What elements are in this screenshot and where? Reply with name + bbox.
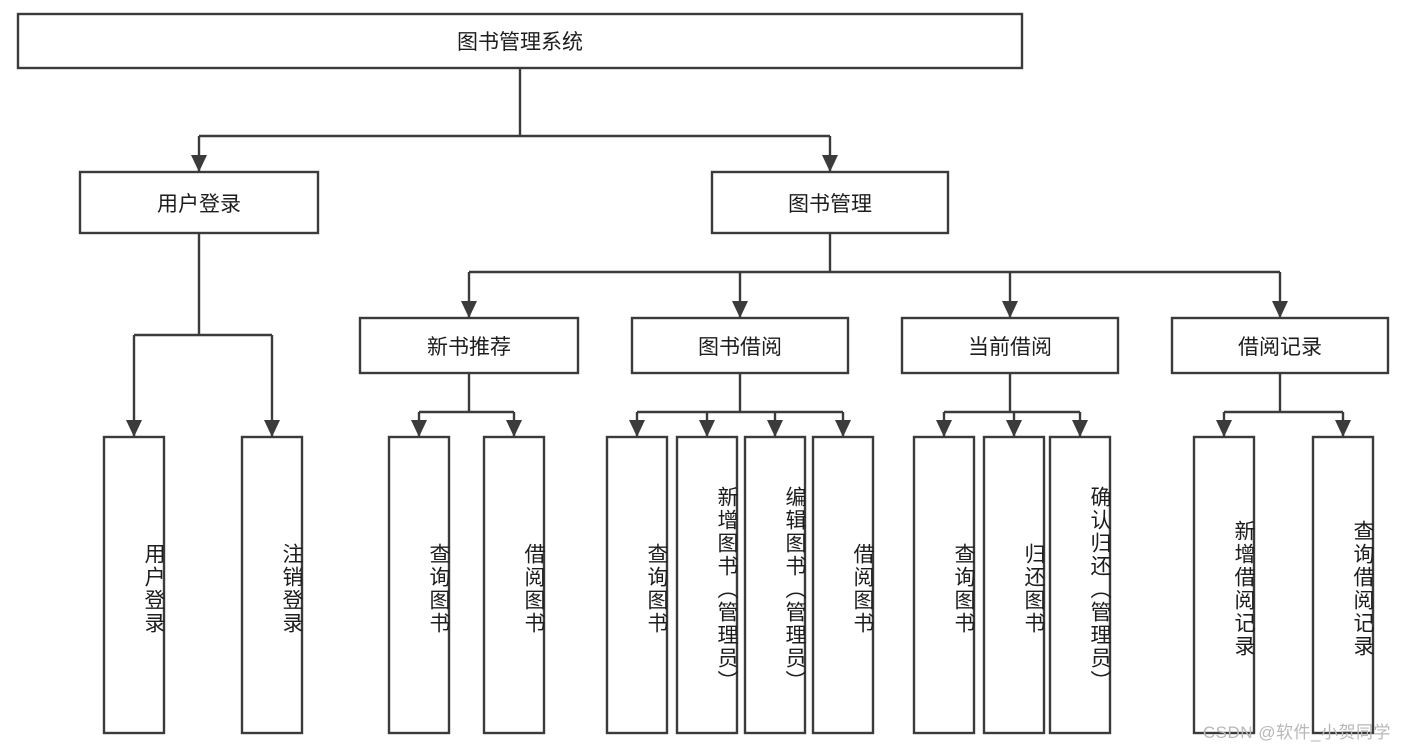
leaf-node-box-9[interactable] [982, 435, 1046, 735]
arrow-head-icon [1072, 420, 1088, 437]
arrow-head-icon [1002, 301, 1018, 318]
arrow-head-icon [1272, 301, 1288, 318]
level2-node-box-1[interactable] [710, 170, 950, 235]
arrow-head-icon [699, 420, 715, 437]
leaf-node-box-3[interactable] [482, 435, 546, 735]
leaf-node-box-0[interactable] [102, 435, 166, 735]
leaf-node-box-5[interactable] [675, 435, 739, 735]
arrow-head-icon [411, 420, 427, 437]
arrow-head-icon [126, 420, 142, 437]
level3-node-box-0[interactable] [358, 316, 580, 375]
root-node-box[interactable] [16, 12, 1024, 70]
arrow-head-icon [506, 420, 522, 437]
level3-node-box-2[interactable] [900, 316, 1120, 375]
leaf-node-box-11[interactable] [1192, 435, 1256, 735]
node-boxes [16, 12, 1390, 735]
arrow-head-icon [822, 155, 838, 172]
arrow-head-icon [936, 420, 952, 437]
level3-node-box-3[interactable] [1170, 316, 1390, 375]
arrow-head-icon [264, 420, 280, 437]
level3-node-box-1[interactable] [630, 316, 850, 375]
arrow-head-icon [1335, 420, 1351, 437]
arrow-head-icon [732, 301, 748, 318]
connector-lines [126, 68, 1351, 437]
leaf-node-box-6[interactable] [743, 435, 807, 735]
leaf-node-box-8[interactable] [912, 435, 976, 735]
arrow-head-icon [461, 301, 477, 318]
arrow-head-icon [1006, 420, 1022, 437]
arrow-head-icon [191, 155, 207, 172]
arrow-head-icon [629, 420, 645, 437]
arrow-head-icon [835, 420, 851, 437]
leaf-node-box-2[interactable] [387, 435, 451, 735]
leaf-node-box-1[interactable] [240, 435, 304, 735]
arrow-head-icon [767, 420, 783, 437]
leaf-node-box-4[interactable] [605, 435, 669, 735]
arrow-head-icon [1216, 420, 1232, 437]
leaf-node-box-12[interactable] [1311, 435, 1375, 735]
level2-node-box-0[interactable] [78, 170, 320, 235]
leaf-node-box-7[interactable] [811, 435, 875, 735]
leaf-node-box-10[interactable] [1048, 435, 1112, 735]
